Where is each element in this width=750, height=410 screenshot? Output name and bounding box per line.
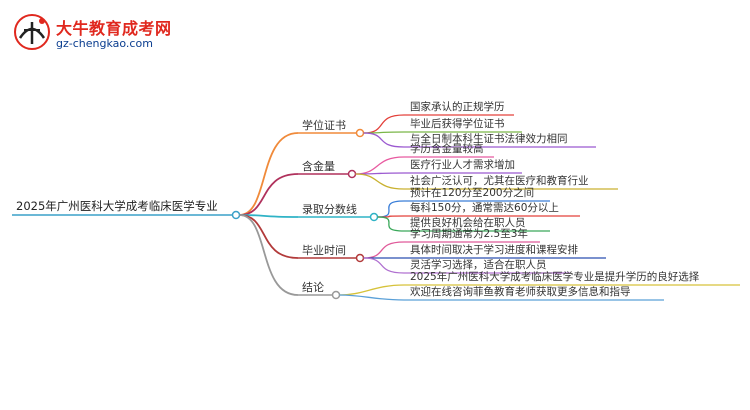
leaf-label: 灵活学习选择，适合在职人员 <box>410 259 547 271</box>
leaf-label: 医疗行业人才需求增加 <box>410 159 515 171</box>
site-header: 大牛教育成考网 gz-chengkao.com <box>12 12 212 56</box>
leaf-label: 毕业后获得学位证书 <box>410 118 505 130</box>
leaf-label: 学历含金量较高 <box>410 143 484 155</box>
branch-label: 含金量 <box>302 160 335 173</box>
branch-connector-dot <box>355 128 365 138</box>
branch-label: 录取分数线 <box>302 203 357 216</box>
root-topic: 2025年广州医科大学成考临床医学专业 <box>16 199 218 213</box>
branch-connector <box>239 214 299 259</box>
leaf-label: 提供良好机会给在职人员 <box>410 217 526 229</box>
branch-connector <box>239 132 299 216</box>
leaf-connector <box>363 257 405 274</box>
branch-connector-dot <box>331 290 341 300</box>
leaf-label: 社会广泛认可，尤其在医疗和教育行业 <box>410 175 589 187</box>
logo-icon <box>14 14 50 50</box>
leaf-label: 国家承认的正规学历 <box>410 101 505 113</box>
leaf-connector <box>339 294 405 301</box>
leaf-label: 学习周期通常为2.5至3年 <box>410 228 528 240</box>
site-url[interactable]: gz-chengkao.com <box>56 37 153 50</box>
branch-connector-dot <box>355 253 365 263</box>
branch-connector <box>239 173 299 216</box>
branch-connector-dot <box>369 212 379 222</box>
leaf-label: 欢迎在线咨询菲鱼教育老师获取更多信息和指导 <box>410 286 631 298</box>
leaf-label: 预计在120分至200分之间 <box>410 187 535 199</box>
site-name: 大牛教育成考网 <box>56 19 172 38</box>
leaf-connector <box>363 114 405 134</box>
branch-label: 学位证书 <box>302 119 346 132</box>
root-connector-dot <box>231 210 241 220</box>
leaf-label: 2025年广州医科大学成考临床医学专业是提升学历的良好选择 <box>410 271 700 283</box>
branch-connector-dot <box>347 169 357 179</box>
branch-label: 毕业时间 <box>302 244 346 257</box>
branch-label: 结论 <box>302 281 324 294</box>
leaf-label: 具体时间取决于学习进度和课程安排 <box>410 244 578 256</box>
leaf-connector <box>377 200 405 218</box>
leaf-connector <box>339 284 405 296</box>
leaf-connector <box>363 132 405 148</box>
leaf-connector <box>377 216 405 232</box>
leaf-label: 与全日制本科生证书法律效力相同 <box>410 133 568 145</box>
leaf-connector <box>355 173 405 190</box>
leaf-label: 每科150分，通常需达60分以上 <box>410 202 559 214</box>
leaf-connector <box>355 156 405 175</box>
branch-connector <box>239 214 299 218</box>
leaf-connector <box>363 241 405 259</box>
branch-connector <box>239 214 299 296</box>
